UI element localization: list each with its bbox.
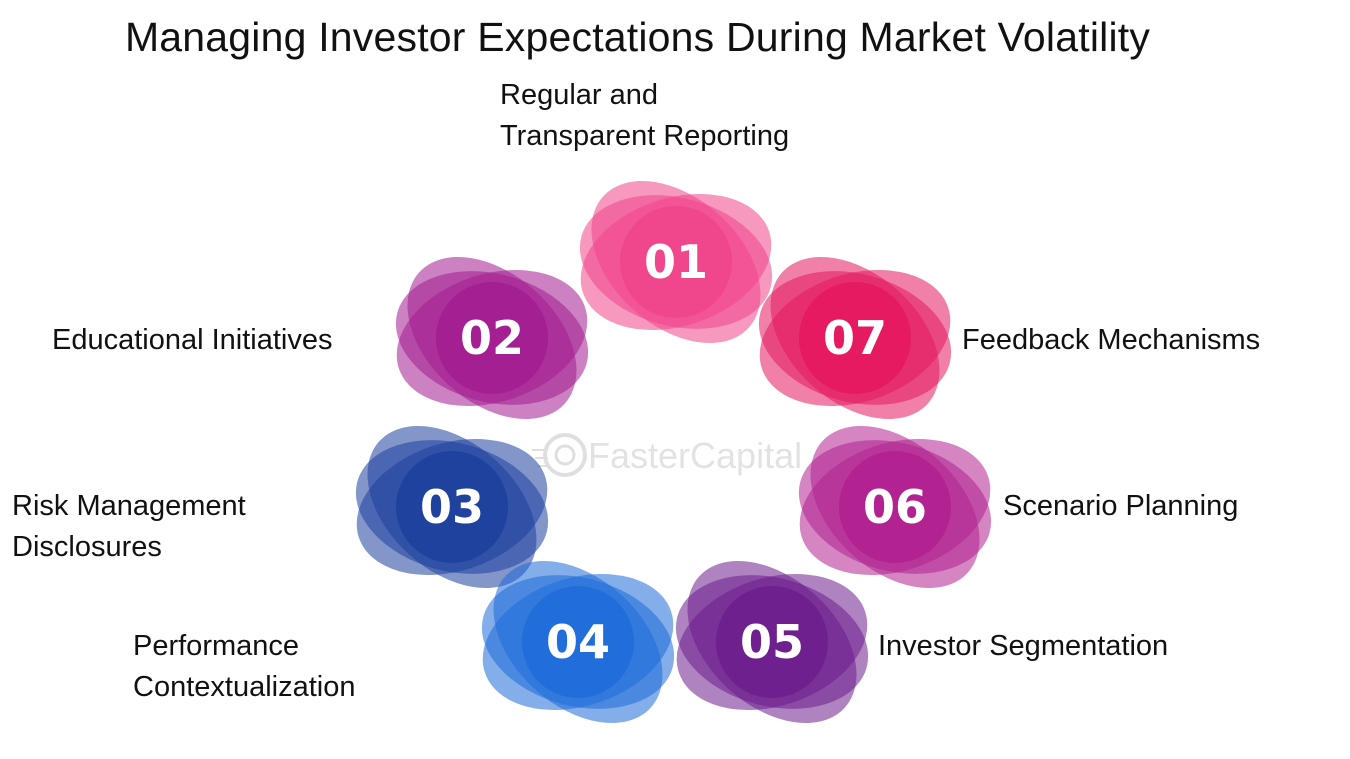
step-06-label: Scenario Planning bbox=[1003, 486, 1238, 527]
label-line: Scenario Planning bbox=[1003, 490, 1239, 522]
label-line: Transparent Reporting bbox=[500, 120, 790, 152]
step-06-flower: 06 bbox=[798, 425, 992, 589]
step-number: 04 bbox=[546, 615, 610, 669]
step-02-label: Educational Initiatives bbox=[52, 320, 333, 361]
label-line: Risk Management bbox=[12, 490, 246, 522]
step-05-flower: 05 bbox=[675, 560, 869, 724]
label-line: Contextualization bbox=[133, 671, 356, 703]
page-title: Managing Investor Expectations During Ma… bbox=[124, 14, 1151, 60]
step-number: 05 bbox=[740, 615, 804, 669]
step-number: 01 bbox=[644, 235, 708, 289]
step-03-flower: 03 bbox=[355, 425, 549, 589]
step-07-flower: 07 bbox=[758, 256, 952, 420]
label-line: Educational Initiatives bbox=[52, 324, 333, 356]
step-number: 02 bbox=[460, 311, 524, 365]
step-07-label: Feedback Mechanisms bbox=[962, 320, 1260, 361]
step-05-label: Investor Segmentation bbox=[878, 626, 1168, 667]
step-number: 03 bbox=[420, 480, 484, 534]
watermark-text: FasterCapital bbox=[588, 435, 802, 476]
watermark-logo: FasterCapital bbox=[532, 433, 802, 477]
step-number: 07 bbox=[823, 311, 887, 365]
label-line: Regular and bbox=[500, 79, 658, 111]
gear-icon bbox=[543, 433, 587, 477]
label-line: Feedback Mechanisms bbox=[962, 324, 1261, 356]
step-01-flower: 01 bbox=[579, 180, 773, 344]
step-02-flower: 02 bbox=[395, 256, 589, 420]
label-line: Performance bbox=[133, 630, 300, 662]
label-line: Disclosures bbox=[12, 531, 162, 563]
label-line: Investor Segmentation bbox=[878, 630, 1169, 662]
step-number: 06 bbox=[863, 480, 927, 534]
step-04-flower: 04 bbox=[481, 560, 675, 724]
